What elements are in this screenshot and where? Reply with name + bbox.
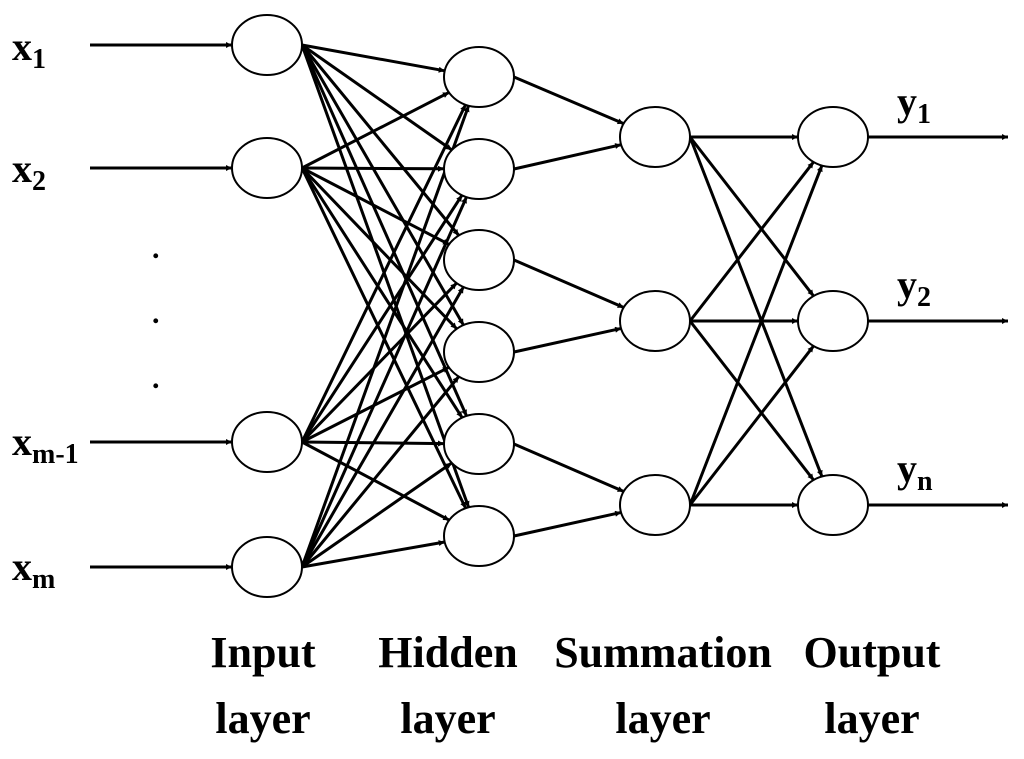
input-to-hidden-connection (300, 196, 468, 568)
hidden-to-summation-connection (513, 442, 625, 493)
input-to-hidden-connection (301, 461, 453, 569)
input-to-hidden-connection (301, 166, 450, 246)
input-neuron-2 (231, 137, 303, 199)
input-neuron-3 (231, 411, 303, 473)
neurons (231, 14, 869, 598)
output-neuron-1 (797, 106, 869, 168)
output-label-2: y2 (897, 262, 931, 313)
input-to-hidden-connection (300, 167, 464, 419)
input-to-hidden-connection (301, 540, 445, 569)
hidden-neuron-3 (443, 229, 515, 291)
summation-to-output-connection (688, 161, 815, 322)
input-layer-subtitle: layer (215, 694, 310, 743)
hidden-to-summation-connection (513, 143, 622, 171)
input-to-hidden-connection (300, 44, 465, 326)
input-label-m-1: xm-1 (12, 419, 79, 470)
hidden-neuron-2 (443, 138, 515, 200)
ellipsis-dot-1: . (152, 232, 160, 265)
hidden-to-summation-connection (513, 75, 625, 126)
hidden-to-summation-connection (513, 258, 625, 309)
summation-to-output-connection (688, 345, 815, 506)
input-to-hidden-connection (300, 104, 467, 443)
input-to-hidden-connection (300, 44, 468, 417)
hidden-to-summation-connection (513, 326, 622, 354)
input-to-hidden-connection (301, 91, 450, 170)
input-neuron-1 (231, 14, 303, 76)
hidden-to-summation-connection (513, 510, 622, 538)
input-label-m: xm (12, 544, 55, 595)
input-neuron-4 (231, 536, 303, 598)
summation-layer-subtitle: layer (615, 694, 710, 743)
input-to-hidden-connection (300, 105, 471, 568)
summation-neuron-1 (619, 106, 691, 168)
summation-to-output-connection (688, 164, 824, 506)
input-label-2: x2 (12, 146, 46, 197)
hidden-layer-title: Hidden (378, 628, 517, 677)
summation-neuron-3 (619, 474, 691, 536)
input-to-hidden-connection (300, 375, 460, 568)
ellipsis-dot-3: . (152, 362, 160, 395)
connections (90, 42, 1008, 570)
input-layer-title: Input (210, 628, 316, 677)
output-neuron-3 (797, 474, 869, 536)
summation-to-output-connection (688, 320, 815, 481)
output-label-n: yn (897, 446, 933, 497)
summation-layer-title: Summation (554, 628, 772, 677)
hidden-neuron-5 (443, 413, 515, 475)
input-to-hidden-connection (300, 281, 458, 444)
input-to-hidden-connection (301, 440, 450, 522)
hidden-layer-subtitle: layer (400, 694, 495, 743)
summation-neuron-2 (619, 290, 691, 352)
input-to-hidden-connection (300, 166, 458, 330)
input-to-hidden-connection (301, 43, 453, 152)
output-neuron-2 (797, 290, 869, 352)
output-layer-title: Output (804, 628, 941, 677)
ellipsis-dot-2: . (152, 297, 160, 330)
hidden-neuron-6 (443, 505, 515, 567)
input-to-hidden-connection (301, 165, 445, 172)
output-label-1: y1 (897, 79, 931, 130)
output-layer-subtitle: layer (824, 694, 919, 743)
input-to-hidden-connection (300, 286, 465, 568)
summation-to-output-connection (688, 136, 815, 297)
input-label-1: x1 (12, 24, 46, 75)
summation-to-output-connection (688, 136, 824, 478)
input-to-hidden-connection (301, 43, 446, 73)
input-to-hidden-connection (300, 194, 464, 443)
hidden-neuron-4 (443, 321, 515, 383)
hidden-neuron-1 (443, 46, 515, 108)
input-to-hidden-connection (300, 44, 471, 508)
